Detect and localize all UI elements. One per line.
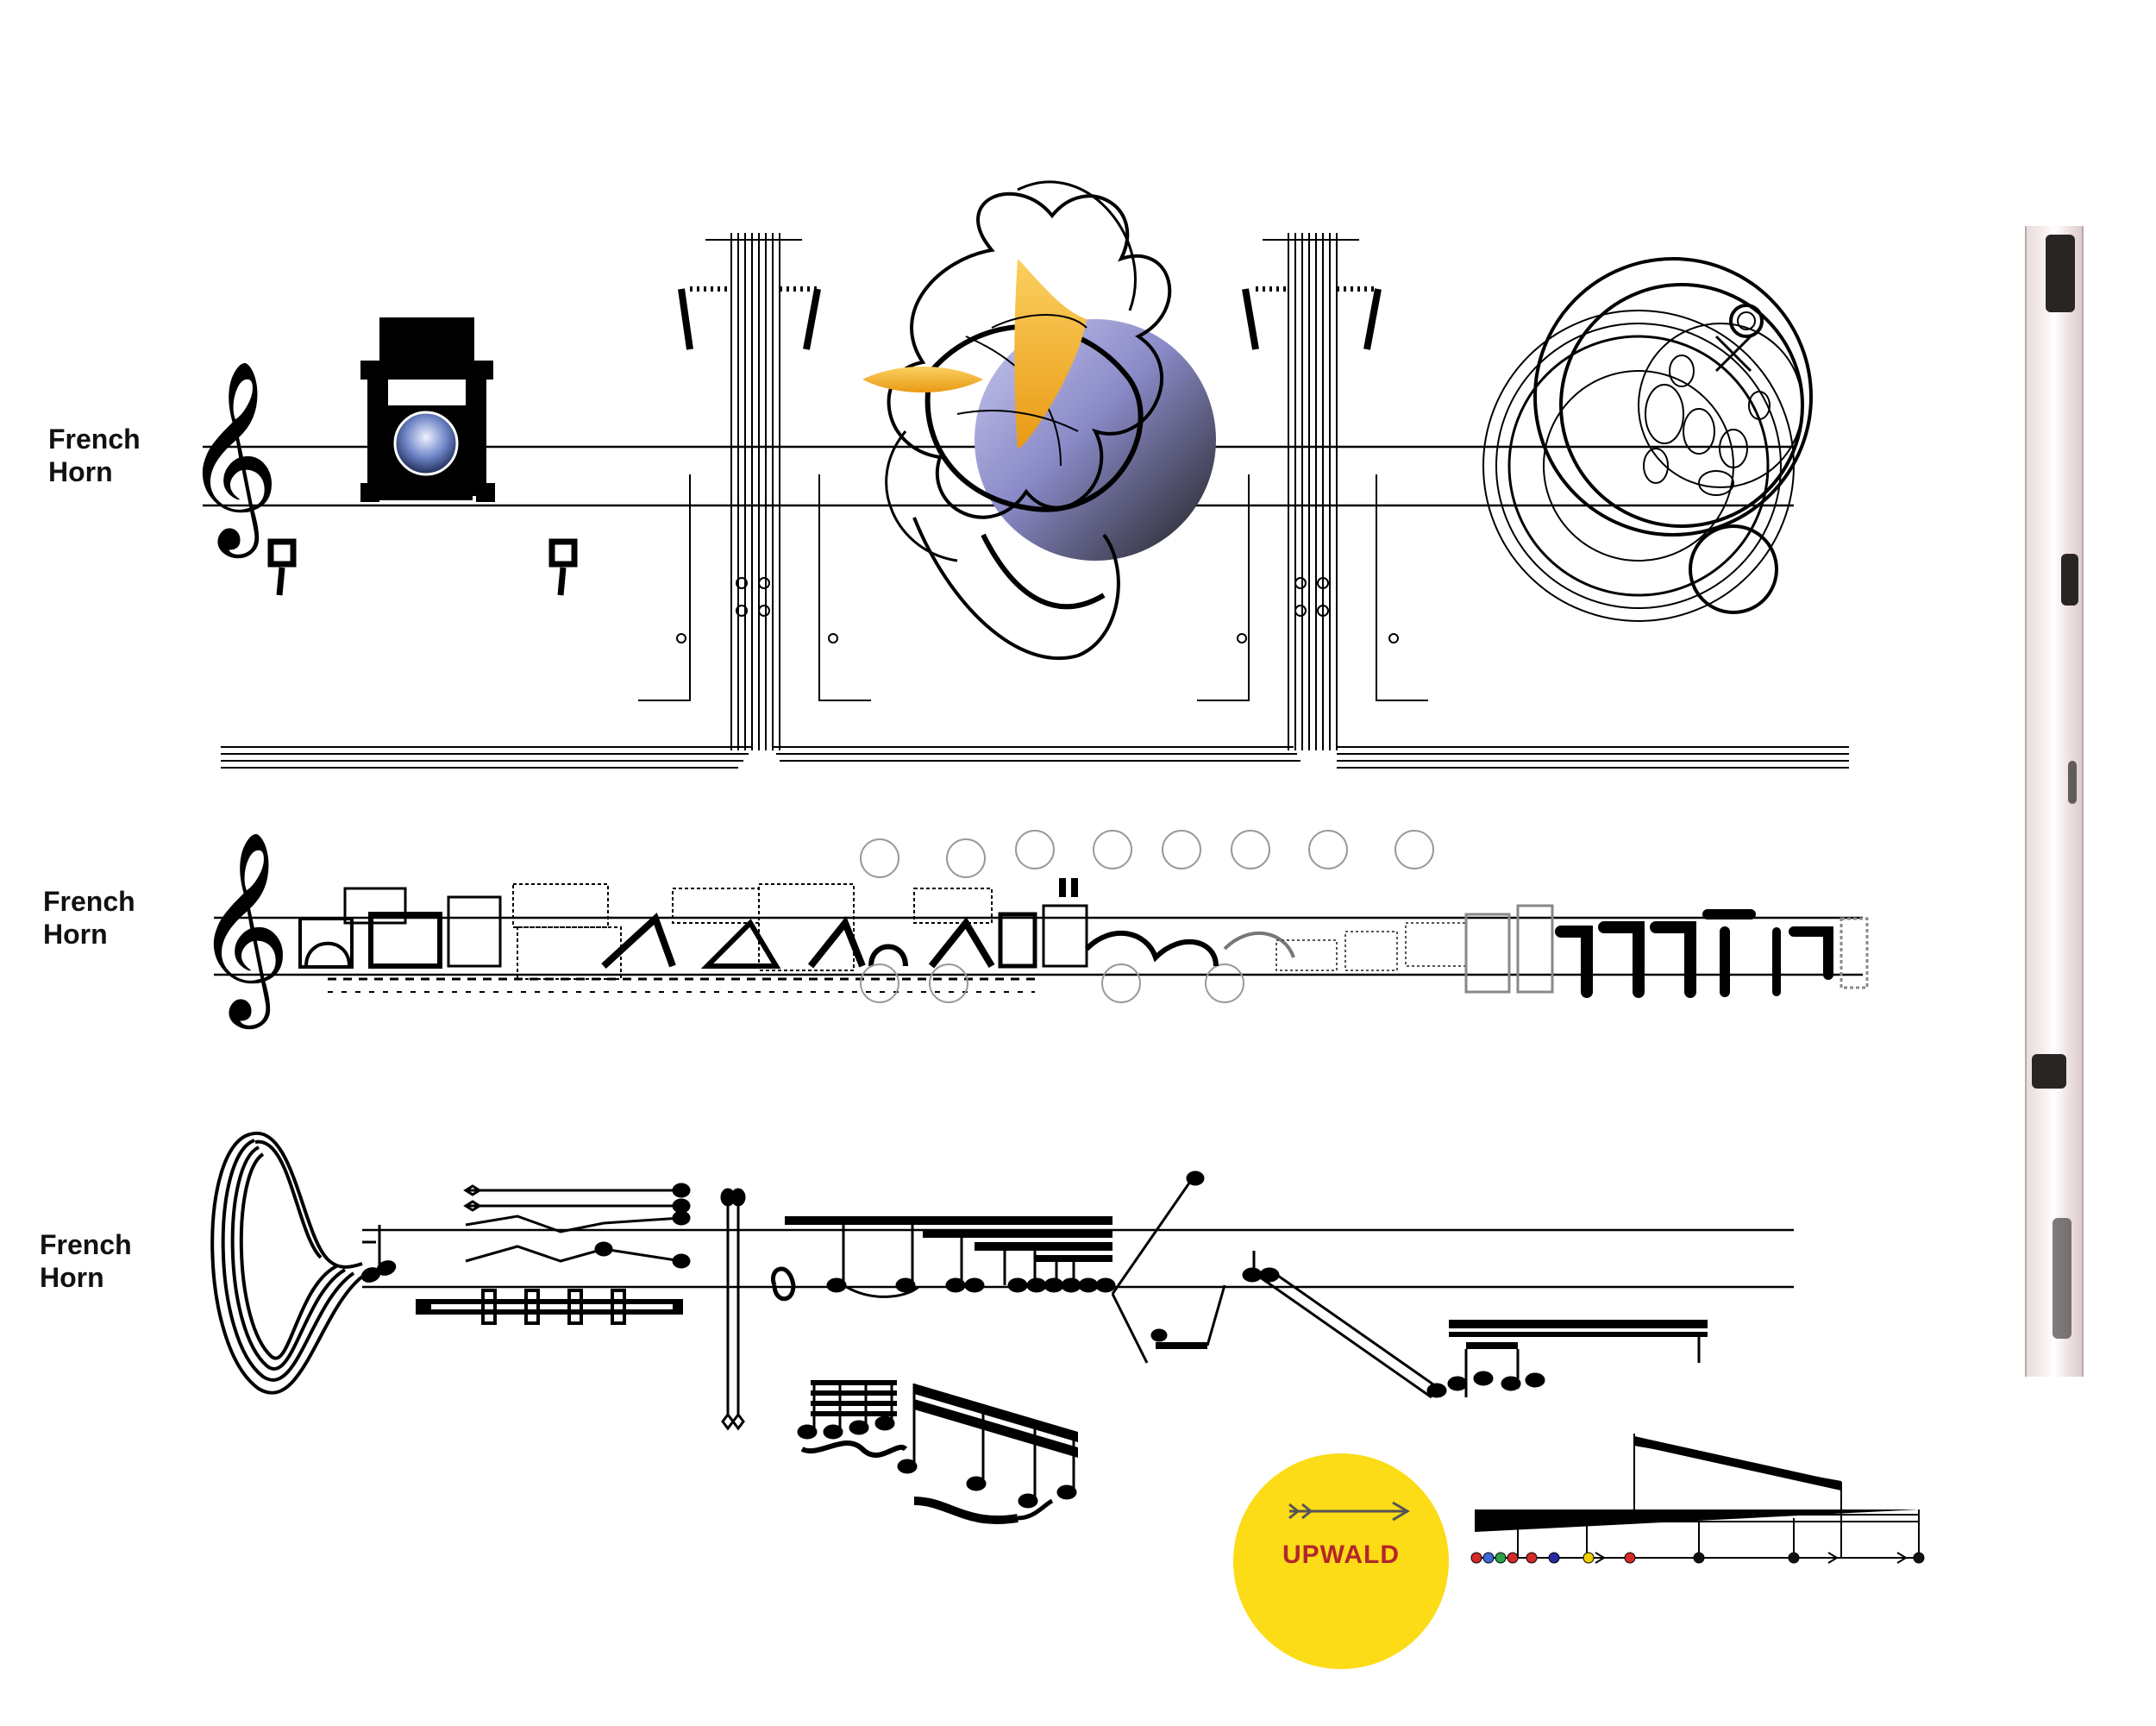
diagonal-slide	[1242, 1251, 1443, 1399]
glyph-band-rounded	[1464, 904, 1869, 998]
staff-2	[214, 830, 1869, 1003]
block-figure	[360, 317, 495, 502]
beamed-run	[770, 1171, 1205, 1364]
blob-chain	[860, 830, 1467, 1003]
chain-band	[416, 1289, 683, 1325]
timeline	[1470, 1434, 1925, 1564]
staff-3-label: French Horn	[40, 1228, 132, 1294]
small-square-mark-right	[548, 538, 578, 596]
staff-3	[210, 1131, 1794, 1524]
staff-2-label: French Horn	[43, 885, 135, 951]
strip-smear	[2068, 761, 2077, 804]
small-square-mark-left	[267, 538, 297, 596]
staff-3-label-line1: French	[40, 1229, 132, 1260]
floor-lines	[221, 746, 1849, 769]
staff-2-label-line2: Horn	[43, 919, 108, 950]
note-cluster-1	[360, 1225, 397, 1283]
strip-smear	[2046, 235, 2075, 312]
staff-1-label-line1: French	[48, 424, 141, 455]
glyph-band-dense	[298, 878, 1088, 993]
strip-smear	[2053, 1218, 2071, 1339]
beamed-group-lower-right	[897, 1384, 1078, 1524]
staff-3-label-line2: Horn	[40, 1262, 104, 1293]
spiral-figure	[210, 1131, 364, 1395]
upwald-label: UPWALD	[1282, 1541, 1400, 1569]
zigzag-lines	[463, 1183, 691, 1269]
arrow-right-icon	[1288, 1501, 1410, 1522]
vertical-pair	[720, 1188, 746, 1431]
beamed-group-lower-left	[797, 1380, 908, 1458]
staff-1	[203, 180, 1849, 769]
torn-paper-strip	[2025, 226, 2084, 1377]
strip-smear	[2032, 1054, 2066, 1089]
treble-clef-icon: 𝄞	[183, 359, 280, 549]
abstract-figure	[862, 180, 1216, 661]
bracket-tower-right	[1197, 233, 1428, 750]
staff-1-label-line2: Horn	[48, 456, 113, 487]
cluster-right	[1426, 1320, 1708, 1398]
strip-smear	[2061, 554, 2078, 606]
low-beam	[1150, 1284, 1226, 1349]
staff-1-label: French Horn	[48, 423, 141, 488]
concentric-circles	[1482, 257, 1813, 622]
staff-2-label-line1: French	[43, 886, 135, 917]
upwald-badge	[1233, 1453, 1449, 1669]
treble-clef-icon: 𝄞	[194, 830, 291, 1020]
bracket-tower-left	[638, 233, 871, 750]
